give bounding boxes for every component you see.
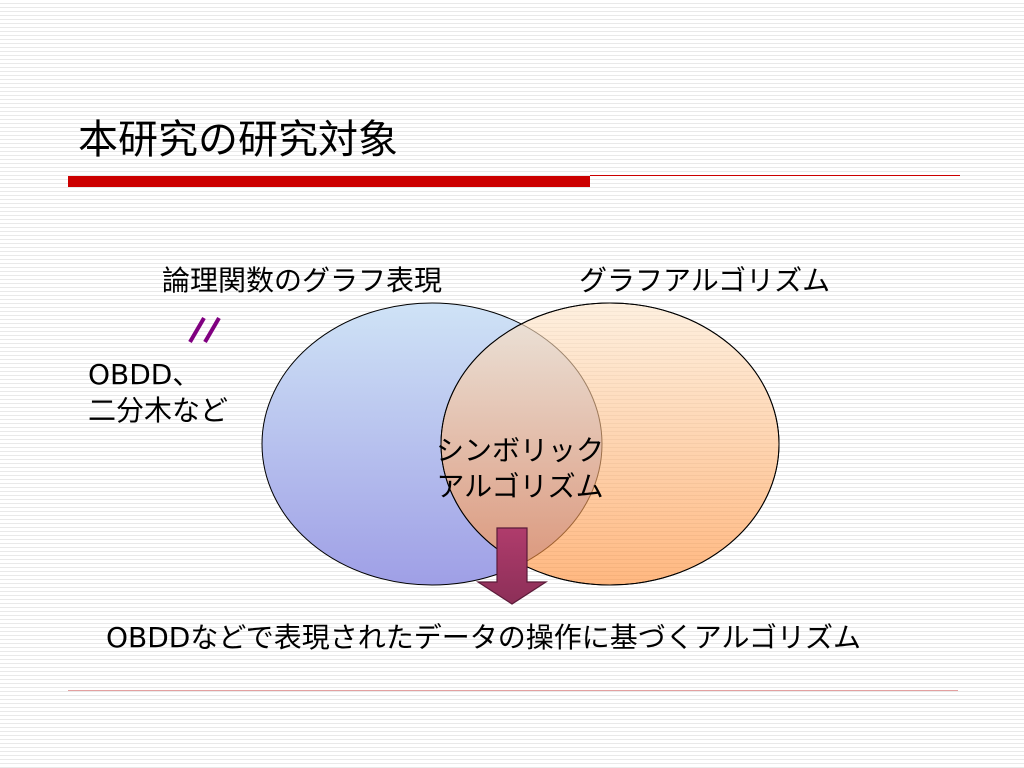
slide-title: 本研究の研究対象 xyxy=(78,117,398,163)
intersection-line1: シンボリック xyxy=(435,434,604,467)
right-set-label: グラフアルゴリズム xyxy=(579,264,831,297)
right-set-outline xyxy=(440,302,780,586)
title-underline-thin xyxy=(590,175,960,176)
left-note-line1: OBDD、 xyxy=(88,358,201,391)
equivalence-mark-stroke-2 xyxy=(203,316,221,344)
left-set-examples: OBDD、 二分木など xyxy=(88,357,228,429)
left-note-line2: 二分木など xyxy=(88,394,229,427)
footer-divider xyxy=(68,690,958,691)
equivalence-mark-stroke-1 xyxy=(188,316,206,344)
intersection-label: シンボリック アルゴリズム xyxy=(400,433,640,505)
down-arrow-icon xyxy=(475,527,549,605)
intersection-line2: アルゴリズム xyxy=(436,470,604,503)
conclusion-text: OBDDなどで表現されたデータの操作に基づくアルゴリズム xyxy=(106,621,861,654)
left-set-label: 論理関数のグラフ表現 xyxy=(162,264,443,297)
title-underline-thick xyxy=(68,176,590,187)
